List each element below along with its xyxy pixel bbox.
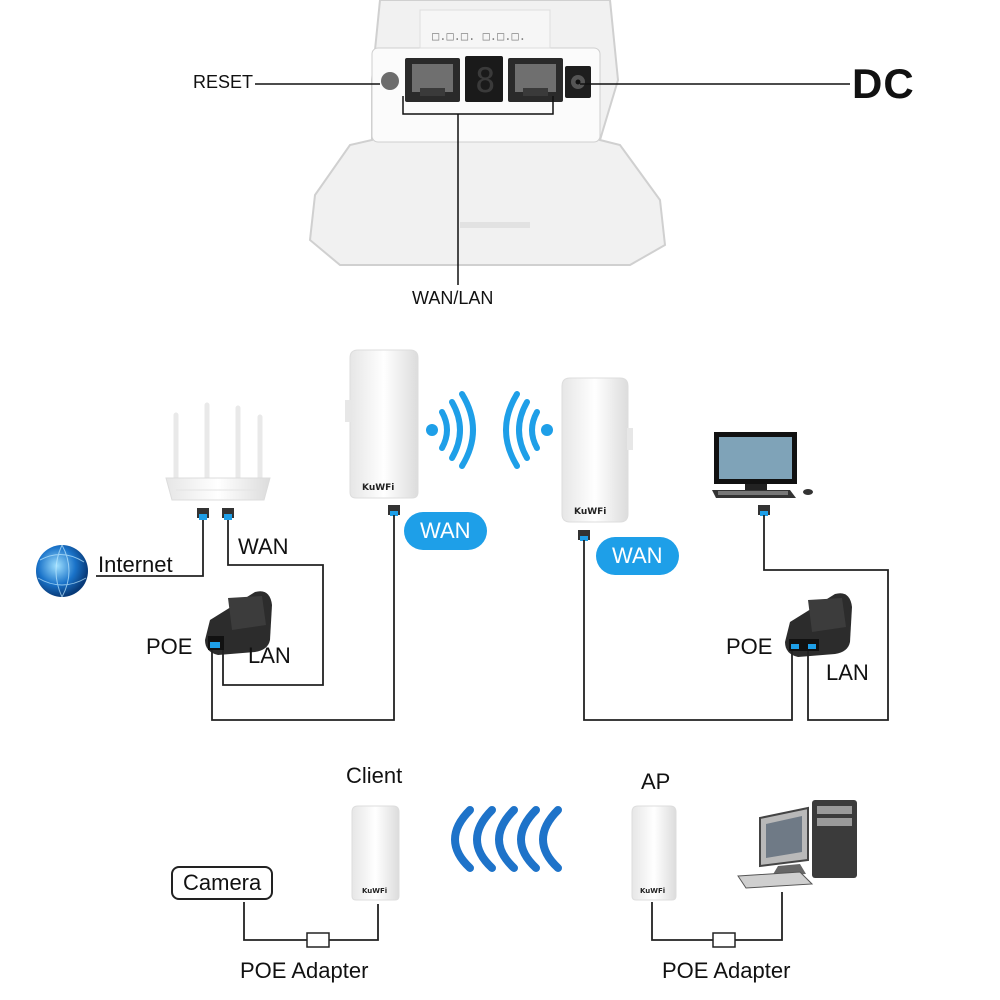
internet-globe-icon (36, 544, 88, 598)
rj45-port-right (508, 58, 563, 102)
ap-cpe-device: KuWFi (631, 805, 677, 901)
right-cpe-device: KuWFi (561, 377, 633, 523)
led-digit-display: 8 (465, 56, 503, 102)
wanlan-label: WAN/LAN (412, 288, 494, 308)
left-lan-label: LAN (248, 643, 291, 668)
svg-text:KuWFi: KuWFi (640, 887, 665, 895)
rj45-port-left (405, 58, 460, 102)
svg-text:□.□.□. □.□.□.: □.□.□. □.□.□. (432, 29, 526, 43)
bottom-wireless-signal-icon (451, 806, 562, 872)
right-poe-adapter-label: POE Adapter (662, 958, 791, 983)
router-device (165, 402, 271, 501)
right-poe-label: POE (726, 634, 773, 659)
camera-label: Camera (171, 866, 274, 900)
internet-label: Internet (98, 552, 173, 577)
svg-text:KuWFi: KuWFi (362, 887, 387, 895)
router-wan-label: WAN (238, 534, 289, 559)
left-poe-adapter-label: POE Adapter (240, 958, 369, 983)
right-poe-injector (785, 593, 852, 657)
right-poe-adapter-box (712, 932, 736, 948)
right-cpe-wan-badge: WAN (596, 537, 679, 575)
middle-network-wires (96, 515, 889, 721)
svg-text:KuWFi: KuWFi (574, 507, 606, 517)
left-cpe-wan-badge: WAN (404, 512, 487, 550)
svg-text:KuWFi: KuWFi (362, 483, 394, 493)
device-bottom-closeup: □.□.□. □.□.□. 8 (255, 0, 850, 285)
svg-text:8: 8 (475, 61, 495, 101)
left-poe-injector (205, 591, 272, 655)
reset-hole (381, 72, 399, 90)
ap-label: AP (641, 769, 671, 794)
dc-label: DC (852, 60, 915, 107)
client-label: Client (346, 763, 403, 788)
pc-workstation (737, 800, 857, 889)
client-cpe-device: KuWFi (351, 805, 400, 901)
reset-label: RESET (193, 72, 254, 92)
wireless-signal-icon (426, 391, 553, 469)
left-poe-adapter-box (306, 932, 330, 948)
left-poe-label: POE (146, 634, 193, 659)
desktop-computer (712, 432, 813, 498)
left-cpe-device: KuWFi (345, 349, 419, 499)
right-lan-label: LAN (826, 660, 869, 685)
dc-jack (565, 66, 591, 98)
